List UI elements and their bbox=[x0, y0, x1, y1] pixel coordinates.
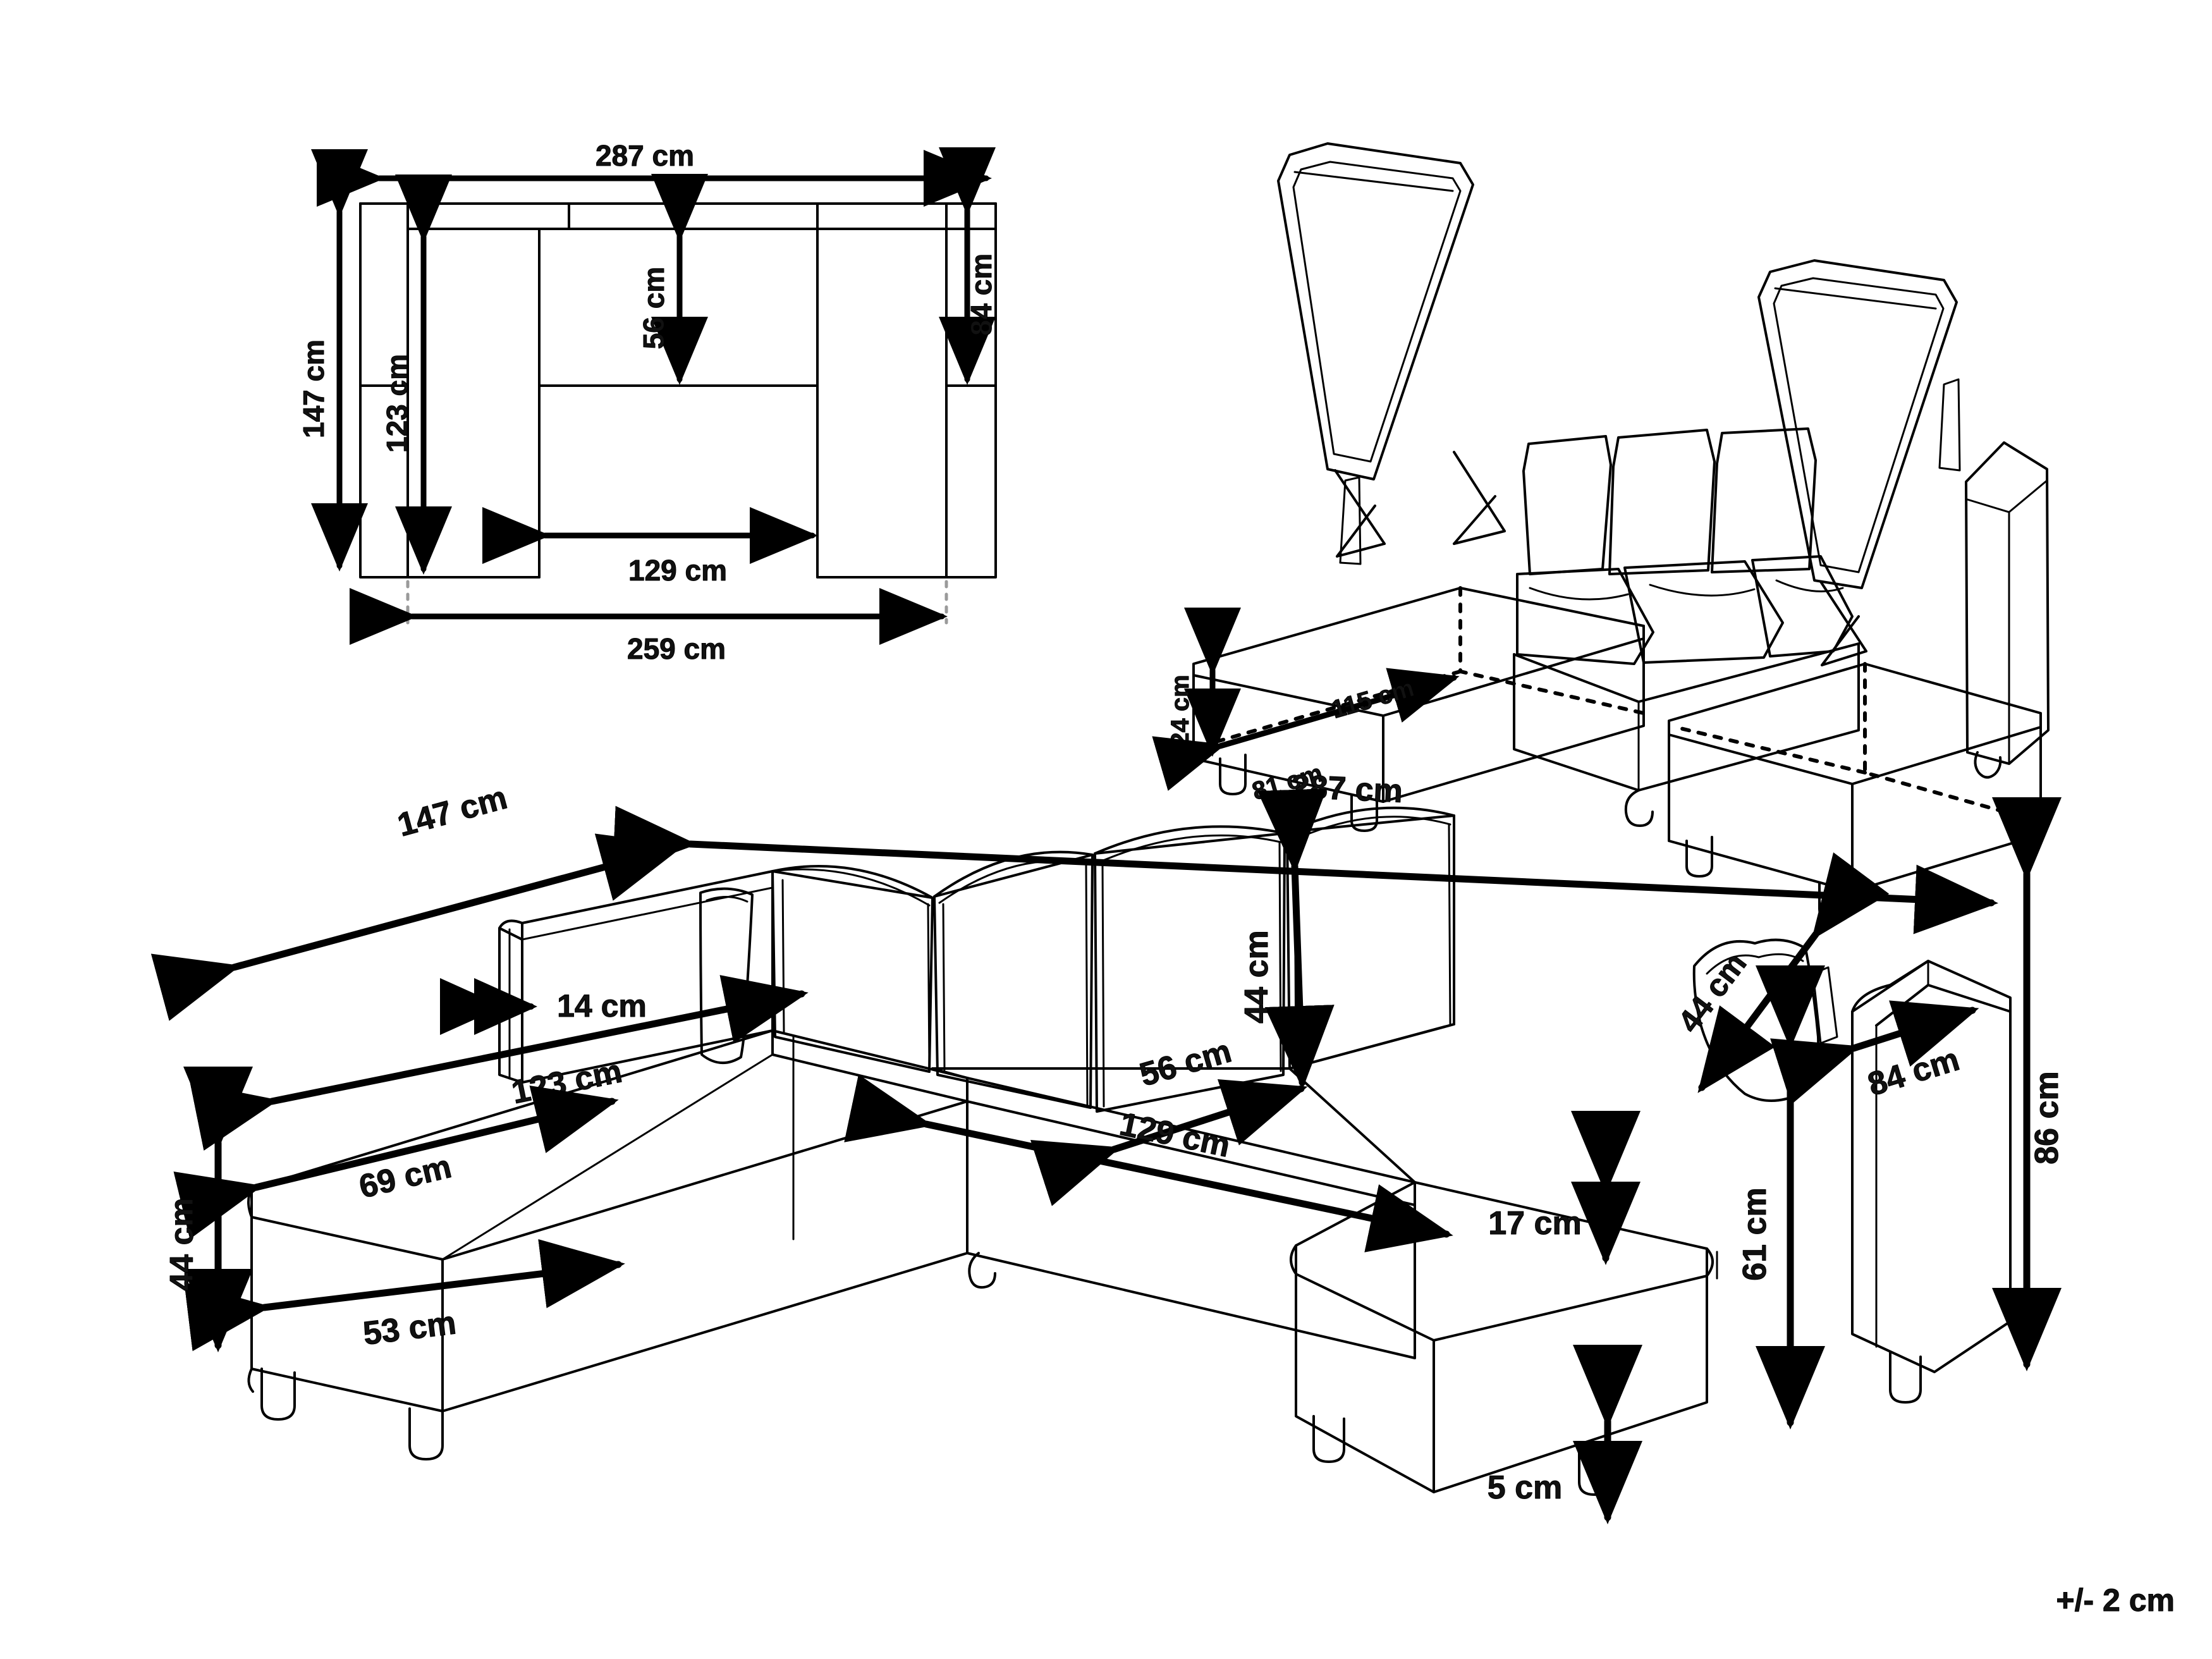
main-right-arm-leg bbox=[1889, 1352, 1922, 1404]
main-right-chaise-leg-a bbox=[1312, 1415, 1345, 1463]
main-dim-44-left-label: 44 cm bbox=[164, 1197, 200, 1290]
storage-seat-seams bbox=[1529, 579, 1844, 601]
main-right-chaise-tail bbox=[1706, 1247, 1714, 1277]
main-dim-61-label: 61 cm bbox=[1737, 1187, 1773, 1280]
main-dim-129-arrow bbox=[844, 1074, 1453, 1252]
main-dim-5-label: 5 cm bbox=[1488, 1469, 1563, 1506]
main-dim-44-back-arrow bbox=[1257, 788, 1335, 1089]
plan-dim-147-label: 147 cm bbox=[297, 340, 330, 438]
storage-right-backrest-outer bbox=[1757, 259, 1958, 589]
main-dim-147-arrow bbox=[150, 833, 685, 1021]
plan-dim-56-label: 56 cm bbox=[637, 267, 670, 349]
main-center-body-front bbox=[966, 1204, 1416, 1359]
storage-right-flap bbox=[1938, 378, 1961, 472]
storage-center-body-top bbox=[1513, 642, 1860, 703]
main-dim-86-label: 86 cm bbox=[2029, 1071, 2065, 1164]
storage-right-leg bbox=[1974, 751, 2002, 779]
storage-right-back-seam bbox=[1774, 287, 1937, 310]
storage-right-arm bbox=[1965, 441, 2050, 765]
main-right-chaise-body bbox=[1295, 1273, 1708, 1493]
plan-dim-287-label: 287 cm bbox=[596, 139, 694, 172]
tolerance-note: +/- 2 cm bbox=[2056, 1582, 2175, 1618]
main-center-caster bbox=[968, 1252, 996, 1289]
main-left-chaise-leg-b bbox=[408, 1407, 444, 1460]
plan-view-group: 287 cm 147 cm 123 cm 56 cm 84 cm 129 cm … bbox=[297, 139, 998, 666]
storage-left-flap bbox=[1339, 476, 1362, 565]
storage-center-cushion-b bbox=[1608, 429, 1716, 575]
storage-left-box-side bbox=[1382, 637, 1645, 803]
main-dim-17-label: 17 cm bbox=[1488, 1205, 1581, 1242]
storage-seat-cushion-b bbox=[1623, 560, 1784, 664]
storage-left-backrest-inner bbox=[1292, 161, 1462, 463]
plan-dim-259-label: 259 cm bbox=[627, 632, 726, 665]
main-dim-69-arrow bbox=[173, 1085, 619, 1239]
storage-right-hinge bbox=[1819, 580, 1867, 666]
storage-center-cushion-c bbox=[1711, 427, 1817, 573]
storage-right-arm-top bbox=[2008, 479, 2048, 513]
main-dim-53-arrow bbox=[184, 1239, 625, 1352]
plan-dim-84-label: 84 cm bbox=[965, 254, 998, 336]
storage-dim-24-label: 24 cm bbox=[1166, 675, 1194, 746]
main-left-chaise-leg-a bbox=[247, 1368, 296, 1421]
storage-right-backrest-inner bbox=[1773, 277, 1945, 573]
storage-right-box-hidden bbox=[1673, 662, 2043, 824]
storage-dim-81-arrow bbox=[1152, 668, 1460, 791]
main-dim-44-back-label: 44 cm bbox=[1238, 930, 1275, 1023]
main-dim-287-label: 287 cm bbox=[1290, 768, 1403, 810]
main-dim-123-arrow bbox=[190, 975, 809, 1151]
plan-dim-129-label: 129 cm bbox=[628, 554, 727, 587]
main-dim-14-label: 14 cm bbox=[557, 988, 647, 1024]
plan-dim-123-label: 123 cm bbox=[381, 354, 413, 453]
storage-left-back-seam bbox=[1293, 171, 1454, 192]
main-dim-84-arrow bbox=[1770, 1000, 1979, 1105]
